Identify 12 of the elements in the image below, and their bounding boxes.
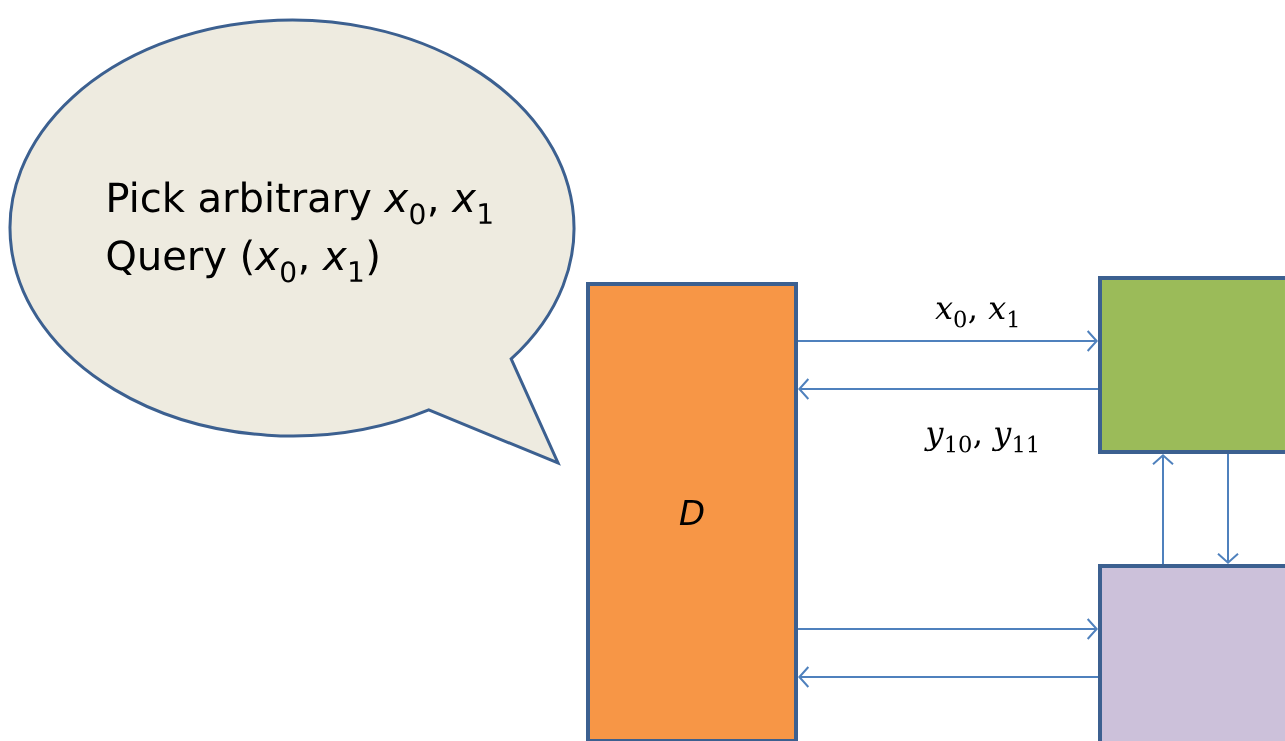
arrow <box>798 378 1099 400</box>
arrow <box>798 666 1099 688</box>
arrow <box>1217 453 1239 564</box>
speech-bubble: Pick arbitrary x$_{0}$, x$_{1}$ Query (x$_{0}$, x$_{1}$) <box>8 18 576 465</box>
arrow <box>797 618 1098 640</box>
edge-label: x$_{0}$, x$_{1}$ <box>934 301 1022 329</box>
empty-box <box>1098 276 1285 454</box>
arrow <box>1152 454 1174 565</box>
process-box: D <box>586 282 798 741</box>
empty-box <box>1098 564 1285 741</box>
edge-label: y$_{10}$, y$_{11}$ <box>924 426 1042 454</box>
arrow <box>797 330 1098 352</box>
